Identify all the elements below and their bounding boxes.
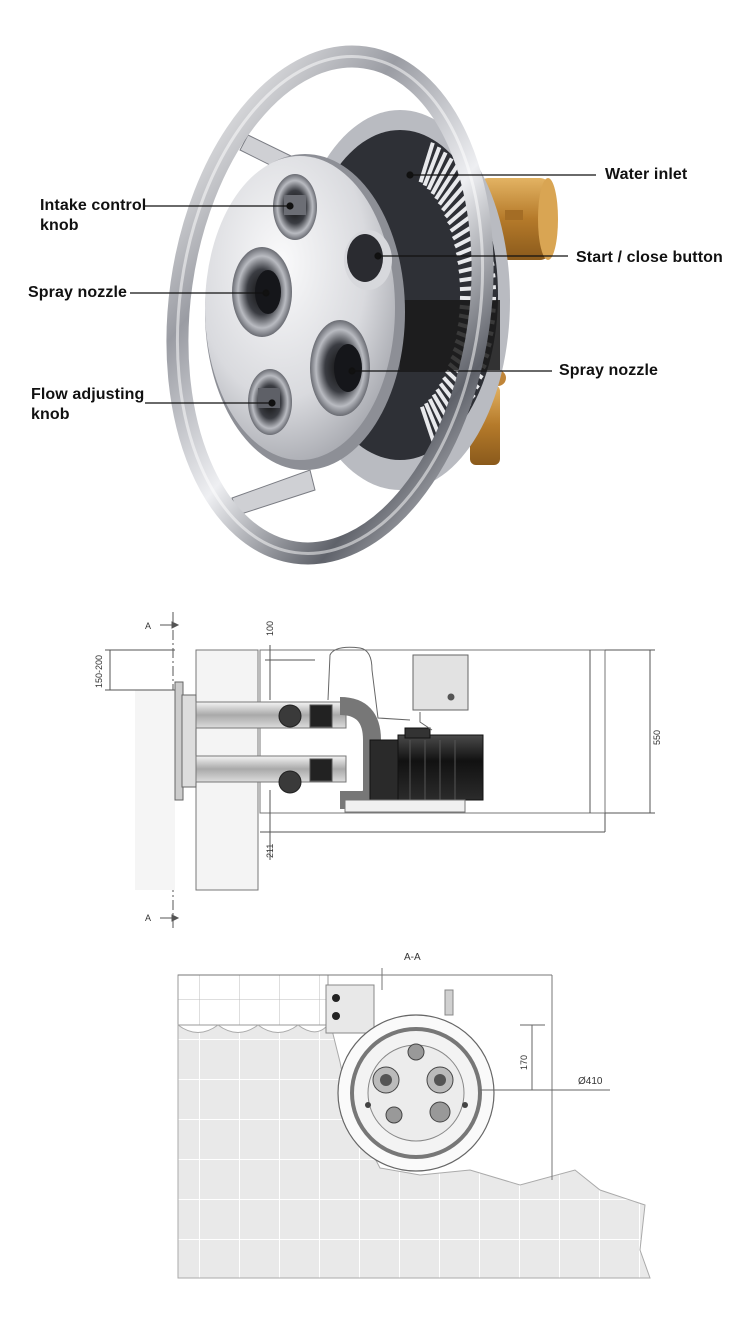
spray-nozzle-left-label: Spray nozzle xyxy=(28,284,128,301)
dim-top-gap: 100 xyxy=(265,621,275,636)
section-view-drawing xyxy=(177,968,651,1279)
intake-control-knob xyxy=(273,174,317,240)
dim-height: 550 xyxy=(652,730,662,745)
product-photo xyxy=(130,45,596,565)
section-nozzles xyxy=(365,1043,468,1124)
intake-control-knob-label: Intake control knob xyxy=(40,196,146,236)
intake-control-knob-label-line2: knob xyxy=(40,217,79,234)
side-view-drawing xyxy=(105,612,655,928)
grille-bar xyxy=(418,142,435,183)
start-close-button xyxy=(344,230,392,290)
section-mark-bottom: A xyxy=(145,913,151,923)
intake-control-knob-label-line1: Intake control xyxy=(40,197,147,214)
spray-nozzle-right xyxy=(310,320,370,416)
grille-bar xyxy=(422,146,442,187)
grille-bar xyxy=(434,164,460,200)
grille-bar xyxy=(426,151,448,191)
dim-diameter: Ø410 xyxy=(578,1076,603,1087)
flow-adjusting-knob-label: Flow adjusting knob xyxy=(31,385,144,425)
callout-leaders xyxy=(130,171,596,407)
grille-bar xyxy=(430,157,454,195)
spray-nozzle-left xyxy=(232,247,292,337)
dim-center: 170 xyxy=(519,1055,529,1070)
spray-nozzle-right-label: Spray nozzle xyxy=(559,362,659,379)
dim-bottom: 211 xyxy=(265,844,275,858)
grille-bar xyxy=(437,171,465,206)
flow-adjusting-knob-label-line1: Flow adjusting xyxy=(31,386,145,403)
spoke-bottom xyxy=(231,469,316,516)
start-close-button-label: Start / close button xyxy=(576,249,723,266)
flow-adjusting-knob-label-line2: knob xyxy=(31,406,70,423)
water-inlet-label: Water inlet xyxy=(605,166,688,183)
dim-water-depth: 150-200 xyxy=(94,655,104,688)
section-mark-top: A xyxy=(145,621,151,631)
section-title: A-A xyxy=(404,952,421,963)
